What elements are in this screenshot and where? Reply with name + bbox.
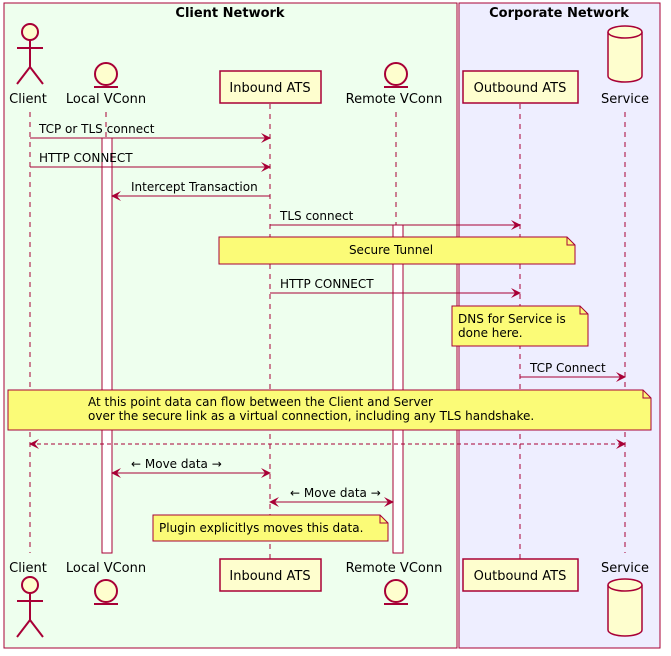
entity-icon [94,62,118,88]
participant-service-top: Service [601,25,649,107]
participant-label: Service [601,561,649,576]
activation-remote-vconn [392,224,404,554]
note-text-line2: over the secure link as a virtual connec… [88,409,534,423]
participant-label: Remote VConn [346,561,443,576]
message-5: HTTP CONNECT [270,277,521,298]
actor-icon [16,576,44,638]
message-label: TCP Connect [529,361,606,375]
note-text-line2: done here. [458,326,523,340]
note-plugin: Plugin explicitlys moves this data. [152,514,389,542]
participant-label: Local VConn [66,92,146,107]
message-3: Intercept Transaction [111,180,270,201]
entity-icon [384,579,408,605]
message-4: TLS connect [270,209,521,230]
message-label: ← Move data → [290,486,381,500]
participant-remote-vconn-top: Remote VConn [346,62,443,107]
participant-label: Outbound ATS [474,569,567,584]
participant-client-bottom: Client [9,561,47,638]
participant-remote-vconn-bottom: Remote VConn [346,561,443,605]
participant-outbound-ats-bottom: Outbound ATS [462,558,579,592]
participant-label: Client [9,561,47,576]
note-text: Plugin explicitlys moves this data. [159,521,363,535]
corporate-network-title: Corporate Network [489,6,629,21]
note-secure-tunnel: Secure Tunnel [218,236,576,265]
message-label: Intercept Transaction [131,180,258,194]
note-text-line1: At this point data can flow between the … [88,395,433,409]
note-dns: DNS for Service is done here. [451,305,589,347]
participant-service-bottom: Service [601,561,649,637]
participant-inbound-ats-bottom: Inbound ATS [219,558,322,592]
message-8: ← Move data → [269,486,394,507]
participant-label: Inbound ATS [229,569,310,584]
activation-local-vconn [101,137,113,554]
client-network-title: Client Network [175,6,285,21]
database-icon [607,578,643,637]
actor-icon [16,23,44,85]
message-label: TCP or TLS connect [38,122,155,136]
participant-inbound-ats-top: Inbound ATS [219,70,322,104]
note-data-flow: At this point data can flow between the … [7,389,652,431]
participant-label: Inbound ATS [229,81,310,96]
participant-client-top: Client [9,23,47,107]
message-label: TLS connect [279,209,354,223]
participant-local-vconn-top: Local VConn [66,62,146,107]
message-label: ← Move data → [131,457,222,471]
message-label: HTTP CONNECT [280,277,374,291]
database-icon [607,25,643,83]
participant-label: Outbound ATS [474,81,567,96]
participant-label: Service [601,92,649,107]
message-1: TCP or TLS connect [30,122,271,143]
participant-label: Client [9,92,47,107]
participant-label: Remote VConn [346,92,443,107]
participant-outbound-ats-top: Outbound ATS [462,70,579,104]
message-6: TCP Connect [520,361,626,382]
note-text-line1: DNS for Service is [458,312,566,326]
note-text: Secure Tunnel [349,243,433,257]
entity-icon [94,579,118,605]
message-2: HTTP CONNECT [30,151,271,172]
participant-label: Local VConn [66,561,146,576]
message-7: ← Move data → [111,457,271,478]
entity-icon [384,62,408,88]
message-label: HTTP CONNECT [39,151,133,165]
participant-local-vconn-bottom: Local VConn [66,561,146,605]
